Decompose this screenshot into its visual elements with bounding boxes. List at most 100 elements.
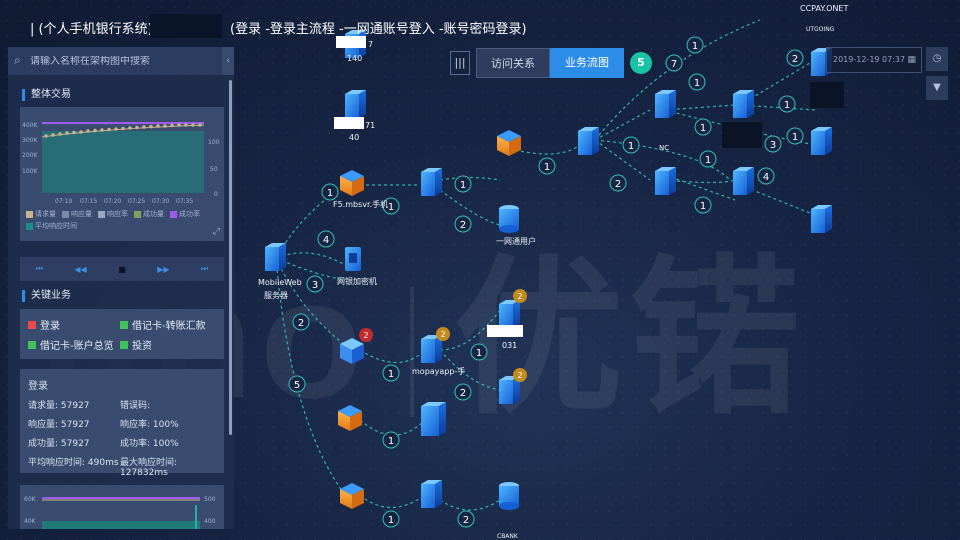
flow-title: (登录 -登录主流程 -一网通账号登入 -账号密码登录) (230, 22, 527, 37)
rewind-icon[interactable]: ◀◀ (74, 264, 87, 274)
svg-text:2: 2 (792, 54, 798, 65)
node-label: 一网通用户 (496, 237, 536, 246)
skip-start-icon[interactable]: ⏮ (35, 264, 43, 273)
server-node (811, 127, 832, 155)
svg-text:07:20: 07:20 (104, 198, 121, 205)
date-picker[interactable]: 2019-12-19 07:37 ▦ (826, 47, 922, 73)
balancer-node (338, 405, 362, 431)
collapse-panel-icon[interactable]: ‹ (222, 47, 234, 75)
svg-text:1: 1 (544, 162, 550, 173)
edge-label: 1 (321, 183, 339, 201)
tab-access-relation[interactable]: 访问关系 (476, 48, 550, 78)
node-label: NC (659, 144, 670, 152)
forward-icon[interactable]: ▶▶ (157, 264, 170, 274)
server-node (265, 243, 286, 271)
biz-login[interactable]: 登录 (28, 317, 60, 332)
edge-label: 5 (288, 375, 306, 393)
skip-end-icon[interactable]: ⏭ (201, 264, 209, 273)
layers-menu-button[interactable]: ||| (450, 51, 470, 75)
panel-scrollbar[interactable] (229, 80, 232, 435)
legend-item[interactable]: 响应量 (62, 209, 92, 219)
alert-badge: 2 (513, 289, 527, 303)
svg-text:200K: 200K (22, 152, 38, 159)
playback-bar: ⏮ ◀◀ ■ ▶▶ ⏭ (20, 257, 224, 281)
svg-text:60K: 60K (24, 496, 37, 503)
svg-text:2: 2 (298, 318, 304, 329)
node-label: F5.mbsvr.手机 (333, 200, 389, 209)
edge-label: 1 (786, 127, 804, 145)
expand-icon[interactable]: ⤢ (212, 227, 220, 237)
balancer-node (340, 170, 364, 196)
edge-label: 4 (757, 167, 775, 185)
svg-text:1: 1 (460, 180, 466, 191)
svg-text:1: 1 (388, 515, 394, 526)
server-nodes (265, 30, 832, 508)
edge-label: 2 (609, 174, 627, 192)
svg-text:1: 1 (388, 369, 394, 380)
edge-label: 3 (764, 135, 782, 153)
node-label: UTGOING (806, 26, 835, 33)
alert-badges: 2 2 2 2 (359, 289, 527, 382)
clock-icon[interactable]: ◷ (926, 47, 948, 71)
svg-text:40K: 40K (24, 518, 37, 525)
server-node (421, 168, 442, 196)
edge-label: 1 (694, 118, 712, 136)
svg-text:07:30: 07:30 (152, 198, 169, 205)
server-node (578, 127, 599, 155)
edge-label: 1 (470, 343, 488, 361)
stat-cell: 成功量: 57927 (28, 439, 90, 449)
svg-text:7: 7 (671, 59, 677, 70)
svg-text:07:10: 07:10 (55, 198, 72, 205)
stop-icon[interactable]: ■ (118, 264, 126, 274)
tab-business-flow[interactable]: 业务流图 (550, 48, 624, 78)
server-node (733, 167, 754, 195)
biz-transfer[interactable]: 借记卡-转账汇款 (120, 317, 206, 332)
svg-text:1: 1 (388, 436, 394, 447)
search-input[interactable] (30, 55, 222, 67)
svg-text:4: 4 (763, 172, 769, 183)
filter-icon[interactable]: ▼ (926, 76, 948, 100)
node-label: 71 (365, 121, 376, 130)
login-stats-card: 登录 请求量: 57927 错误码: 响应量: 57927 响应率: 100% … (20, 369, 224, 478)
legend-item[interactable]: 成功量 (134, 209, 164, 219)
server-node (499, 300, 520, 328)
request-points (44, 123, 202, 138)
node-label: 140 (347, 54, 363, 63)
node-label: 031 (502, 341, 518, 350)
biz-invest[interactable]: 投资 (120, 337, 152, 352)
database-nodes (499, 205, 519, 510)
svg-text:1: 1 (700, 123, 706, 134)
legend-item[interactable]: 平均响应时间 (26, 221, 77, 231)
left-panel: ⌕ ‹ 整体交易 400K 300K 200K 100K 100 50 0 07… (8, 47, 234, 529)
legend-item[interactable]: 请求量 (26, 209, 56, 219)
svg-text:07:35: 07:35 (176, 198, 193, 205)
search-bar: ⌕ ‹ (8, 47, 234, 75)
redacted-area (722, 122, 762, 148)
node-label: CCPAY.ONET (800, 4, 849, 13)
server-node (733, 90, 754, 118)
stat-cell: 响应量: 57927 (28, 420, 90, 430)
node-label: 7 (368, 40, 374, 49)
svg-text:1: 1 (694, 78, 700, 89)
flow-count-badge[interactable]: 5 (630, 52, 652, 74)
legend-item[interactable]: 成功率 (170, 209, 200, 219)
svg-text:300K: 300K (22, 137, 38, 144)
svg-text:07:25: 07:25 (128, 198, 145, 205)
legend-item[interactable]: 响应率 (98, 209, 128, 219)
server-node (655, 167, 676, 195)
server-node (811, 205, 832, 233)
calendar-icon: ▦ (907, 55, 916, 65)
svg-text:2: 2 (463, 515, 469, 526)
biz-overview[interactable]: 借记卡-账户总览 (28, 337, 114, 352)
svg-text:100K: 100K (22, 168, 38, 175)
svg-text:400K: 400K (22, 122, 38, 129)
server-node (421, 480, 442, 508)
svg-text:2: 2 (615, 179, 621, 190)
svg-text:0: 0 (214, 191, 218, 198)
redacted-label (334, 117, 364, 129)
key-business-card: 登录 借记卡-转账汇款 借记卡-账户总览 投资 (20, 309, 224, 359)
svg-text:2: 2 (460, 388, 466, 399)
edge-label: 4 (317, 230, 335, 248)
edge-label: 1 (622, 136, 640, 154)
login-chart-card: 60K 40K 500 400 (20, 485, 224, 529)
